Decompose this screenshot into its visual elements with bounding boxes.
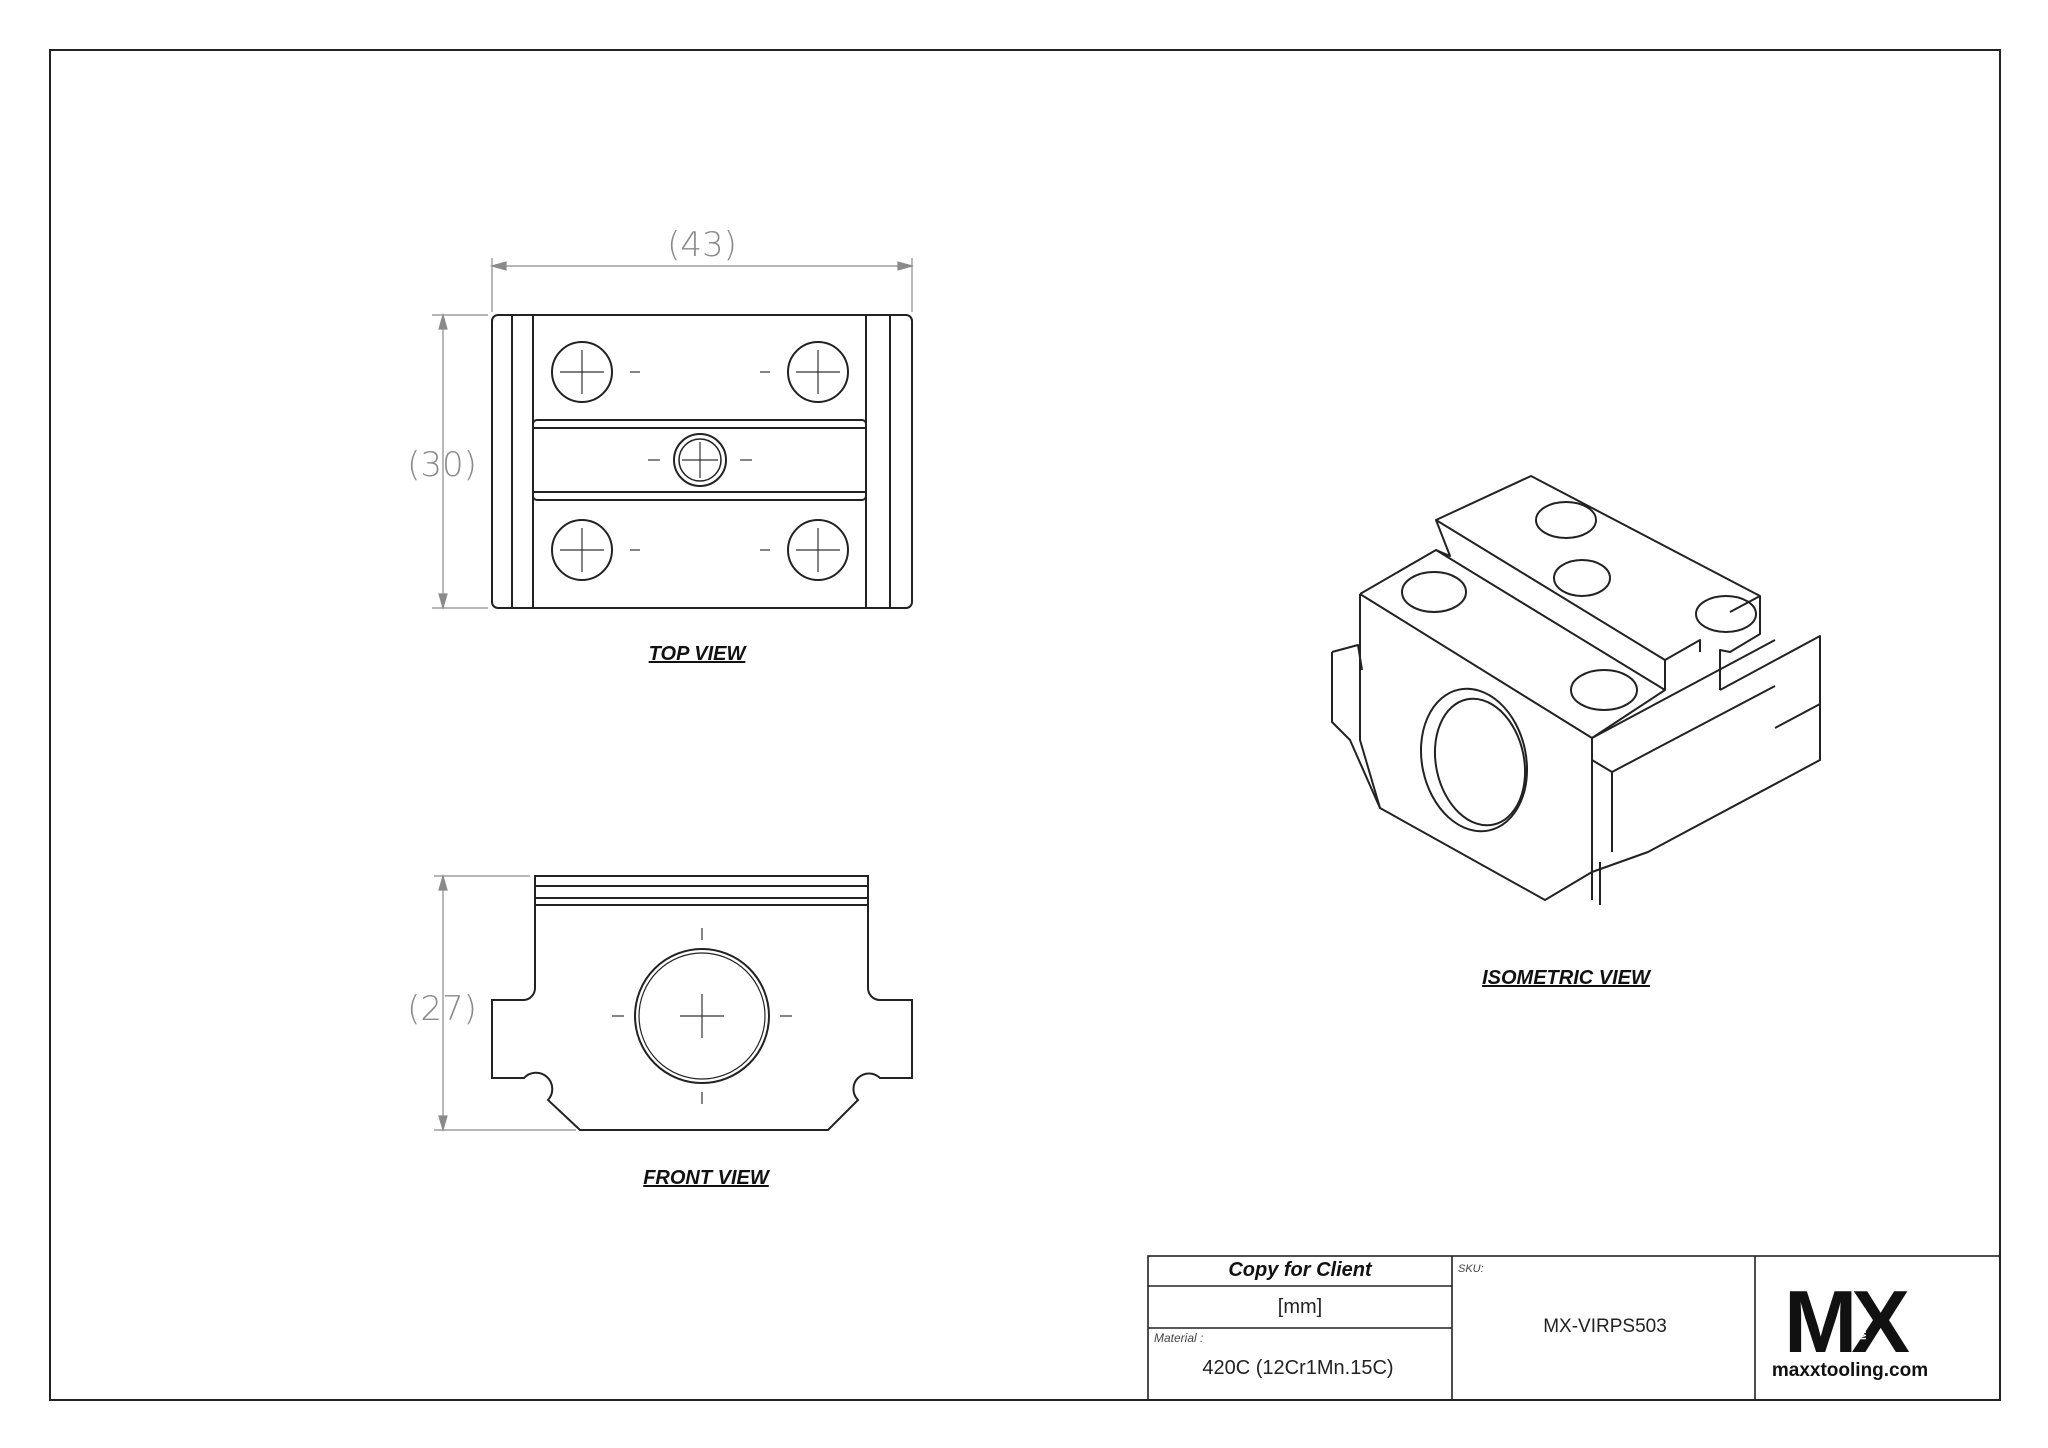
front-view	[491, 875, 913, 1131]
dimension-depth: (30)	[407, 445, 477, 485]
logo-maxx: MAXX	[1857, 1308, 1869, 1340]
copy-for-client: Copy for Client	[1228, 1259, 1373, 1281]
title-block	[1147, 1255, 2001, 1401]
top-view-centerlines	[560, 350, 840, 572]
material-label: Material :	[1154, 1331, 1203, 1345]
maxx-logo: MX MAXX maxxtooling.com	[1772, 1272, 1928, 1381]
dimension-height: (27)	[407, 989, 477, 1029]
top-view	[491, 314, 913, 609]
top-view-dimensions	[432, 258, 915, 611]
material-value: 420C (12Cr1Mn.15C)	[1202, 1357, 1393, 1379]
website: maxxtooling.com	[1772, 1360, 1928, 1381]
sku-value: MX-VIRPS503	[1543, 1316, 1667, 1337]
logo-mx: MX	[1784, 1272, 1909, 1371]
isometric-view-label: ISOMETRIC VIEW	[1482, 967, 1652, 989]
units: [mm]	[1278, 1296, 1322, 1318]
front-view-label: FRONT VIEW	[643, 1167, 771, 1189]
front-view-centerlines	[612, 928, 792, 1104]
front-view-dimensions	[434, 873, 576, 1133]
isometric-view	[1331, 475, 1821, 905]
dimension-width: (43)	[667, 225, 737, 265]
top-view-label: TOP VIEW	[649, 643, 748, 665]
sku-label: SKU:	[1458, 1263, 1484, 1275]
sheet-border	[49, 49, 2001, 1401]
